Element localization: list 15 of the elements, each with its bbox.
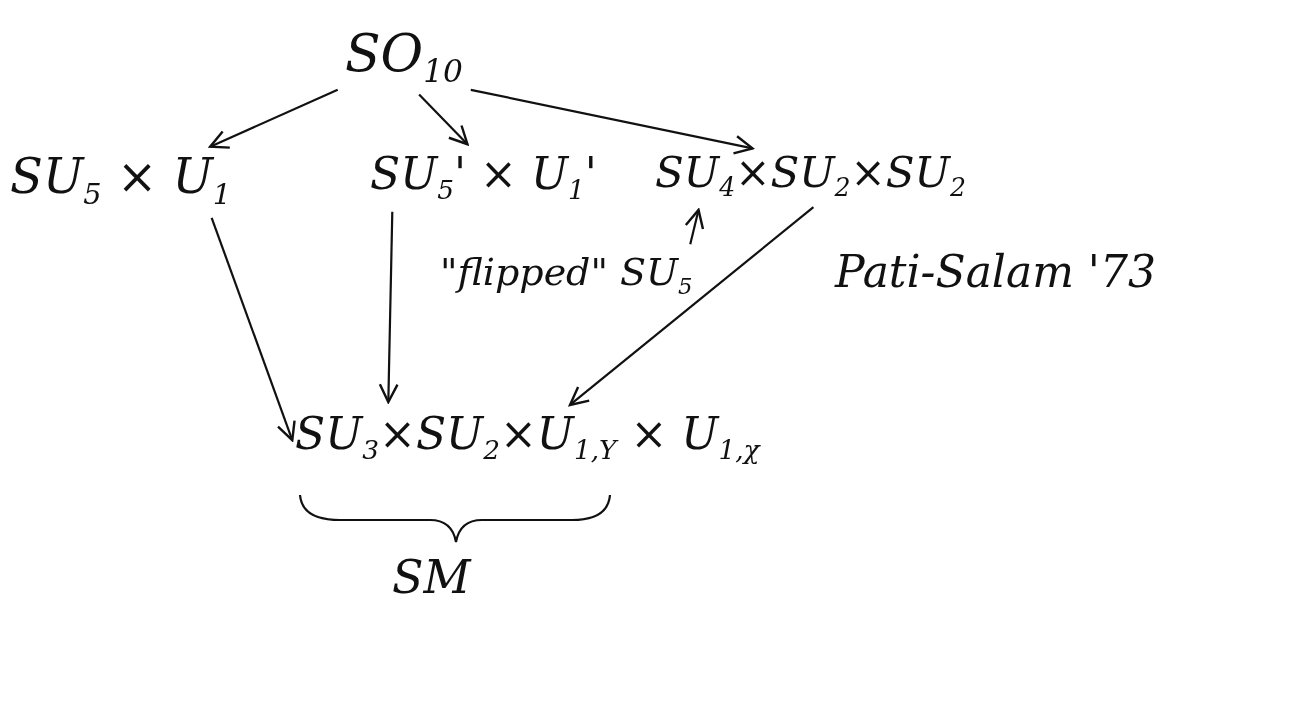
side-note: Pati-Salam '73 xyxy=(835,248,1156,297)
arrow xyxy=(684,208,705,245)
arrow xyxy=(568,206,815,407)
arrow xyxy=(470,88,754,155)
group-label: SU$_{5}$' × U$_{1}$' xyxy=(370,150,597,204)
annotation-text: "flipped" SU$_{5}$ xyxy=(440,252,693,299)
group-label: SU$_{3}$×SU$_{2}$×U$_{1,Y}$ × U$_{1,χ}$ xyxy=(295,410,760,464)
arrow xyxy=(210,217,296,442)
arrow xyxy=(378,211,399,404)
arrow xyxy=(208,88,339,149)
group-label: SU$_{5}$ × U$_{1}$ xyxy=(10,150,232,211)
brace-label: SM xyxy=(392,552,471,603)
arrow xyxy=(418,93,469,146)
group-label: SU$_{4}$×SU$_{2}$×SU$_{2}$ xyxy=(655,150,966,203)
group-label: SO$_{10}$ xyxy=(345,25,463,89)
